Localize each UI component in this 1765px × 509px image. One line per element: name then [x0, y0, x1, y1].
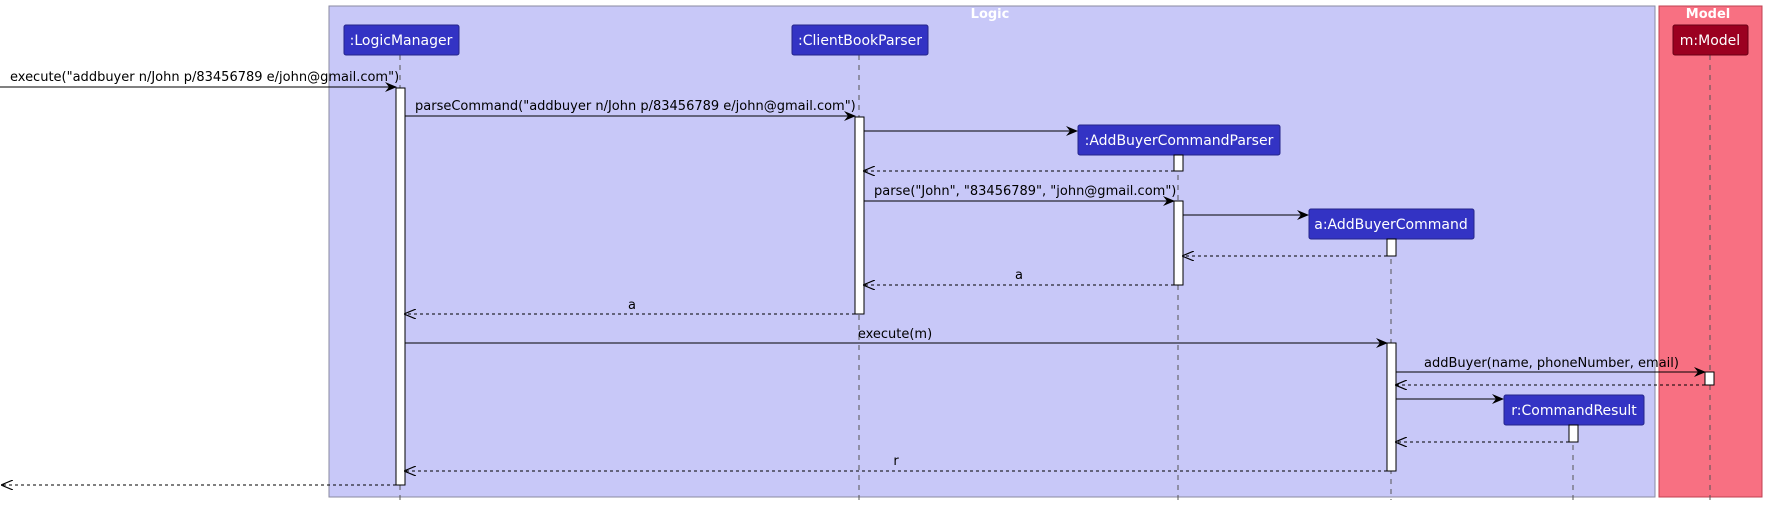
return-label-a-to-parser: a	[1015, 268, 1023, 283]
participant-label: :LogicManager	[350, 33, 453, 49]
participant-label: a:AddBuyerCommand	[1314, 217, 1468, 233]
logic-box-title: Logic	[971, 7, 1010, 22]
participant-box	[791, 24, 929, 56]
activation-parser-create	[1173, 154, 1184, 172]
logic-box-background	[328, 5, 1656, 498]
participant-box	[343, 24, 460, 56]
participant-label: r:CommandResult	[1511, 403, 1637, 419]
message-label-execute-model: execute(m)	[858, 327, 932, 342]
activation-model	[1704, 371, 1715, 386]
model-box-title: Model	[1686, 7, 1730, 22]
message-label-parse: parse("John", "83456789", "john@gmail.co…	[874, 184, 1176, 199]
activation-bars	[395, 87, 1715, 486]
return-label-a-to-logic-manager: a	[628, 298, 636, 313]
message-label-parse-command: parseCommand("addbuyer n/John p/83456789…	[415, 99, 856, 114]
activation-command-execute	[1386, 342, 1397, 472]
message-label-execute-command: execute("addbuyer n/John p/83456789 e/jo…	[10, 70, 399, 85]
message-label-add-buyer: addBuyer(name, phoneNumber, email)	[1424, 356, 1679, 371]
logic-box: Logic	[328, 5, 1656, 498]
participant-client-book-parser: :ClientBookParser	[791, 24, 929, 56]
activation-parser-parse	[1173, 200, 1184, 286]
activation-client-book-parser	[854, 116, 865, 315]
participant-label: :AddBuyerCommandParser	[1085, 133, 1274, 149]
participant-command-result: r:CommandResult	[1503, 394, 1645, 426]
activation-logic-manager	[395, 87, 406, 486]
return-label-r-to-logic-manager: r	[893, 454, 899, 469]
participant-add-buyer-command: a:AddBuyerCommand	[1308, 208, 1475, 240]
activation-command-create	[1386, 238, 1397, 257]
participant-model: m:Model	[1672, 24, 1749, 56]
participant-box	[1672, 24, 1749, 56]
participant-label: m:Model	[1680, 33, 1740, 49]
messages: execute("addbuyer n/John p/83456789 e/jo…	[0, 70, 1706, 485]
participant-add-buyer-command-parser: :AddBuyerCommandParser	[1077, 124, 1281, 156]
participant-label: :ClientBookParser	[798, 33, 922, 49]
activation-command-result	[1568, 424, 1579, 443]
participant-logic-manager: :LogicManager	[343, 24, 460, 56]
